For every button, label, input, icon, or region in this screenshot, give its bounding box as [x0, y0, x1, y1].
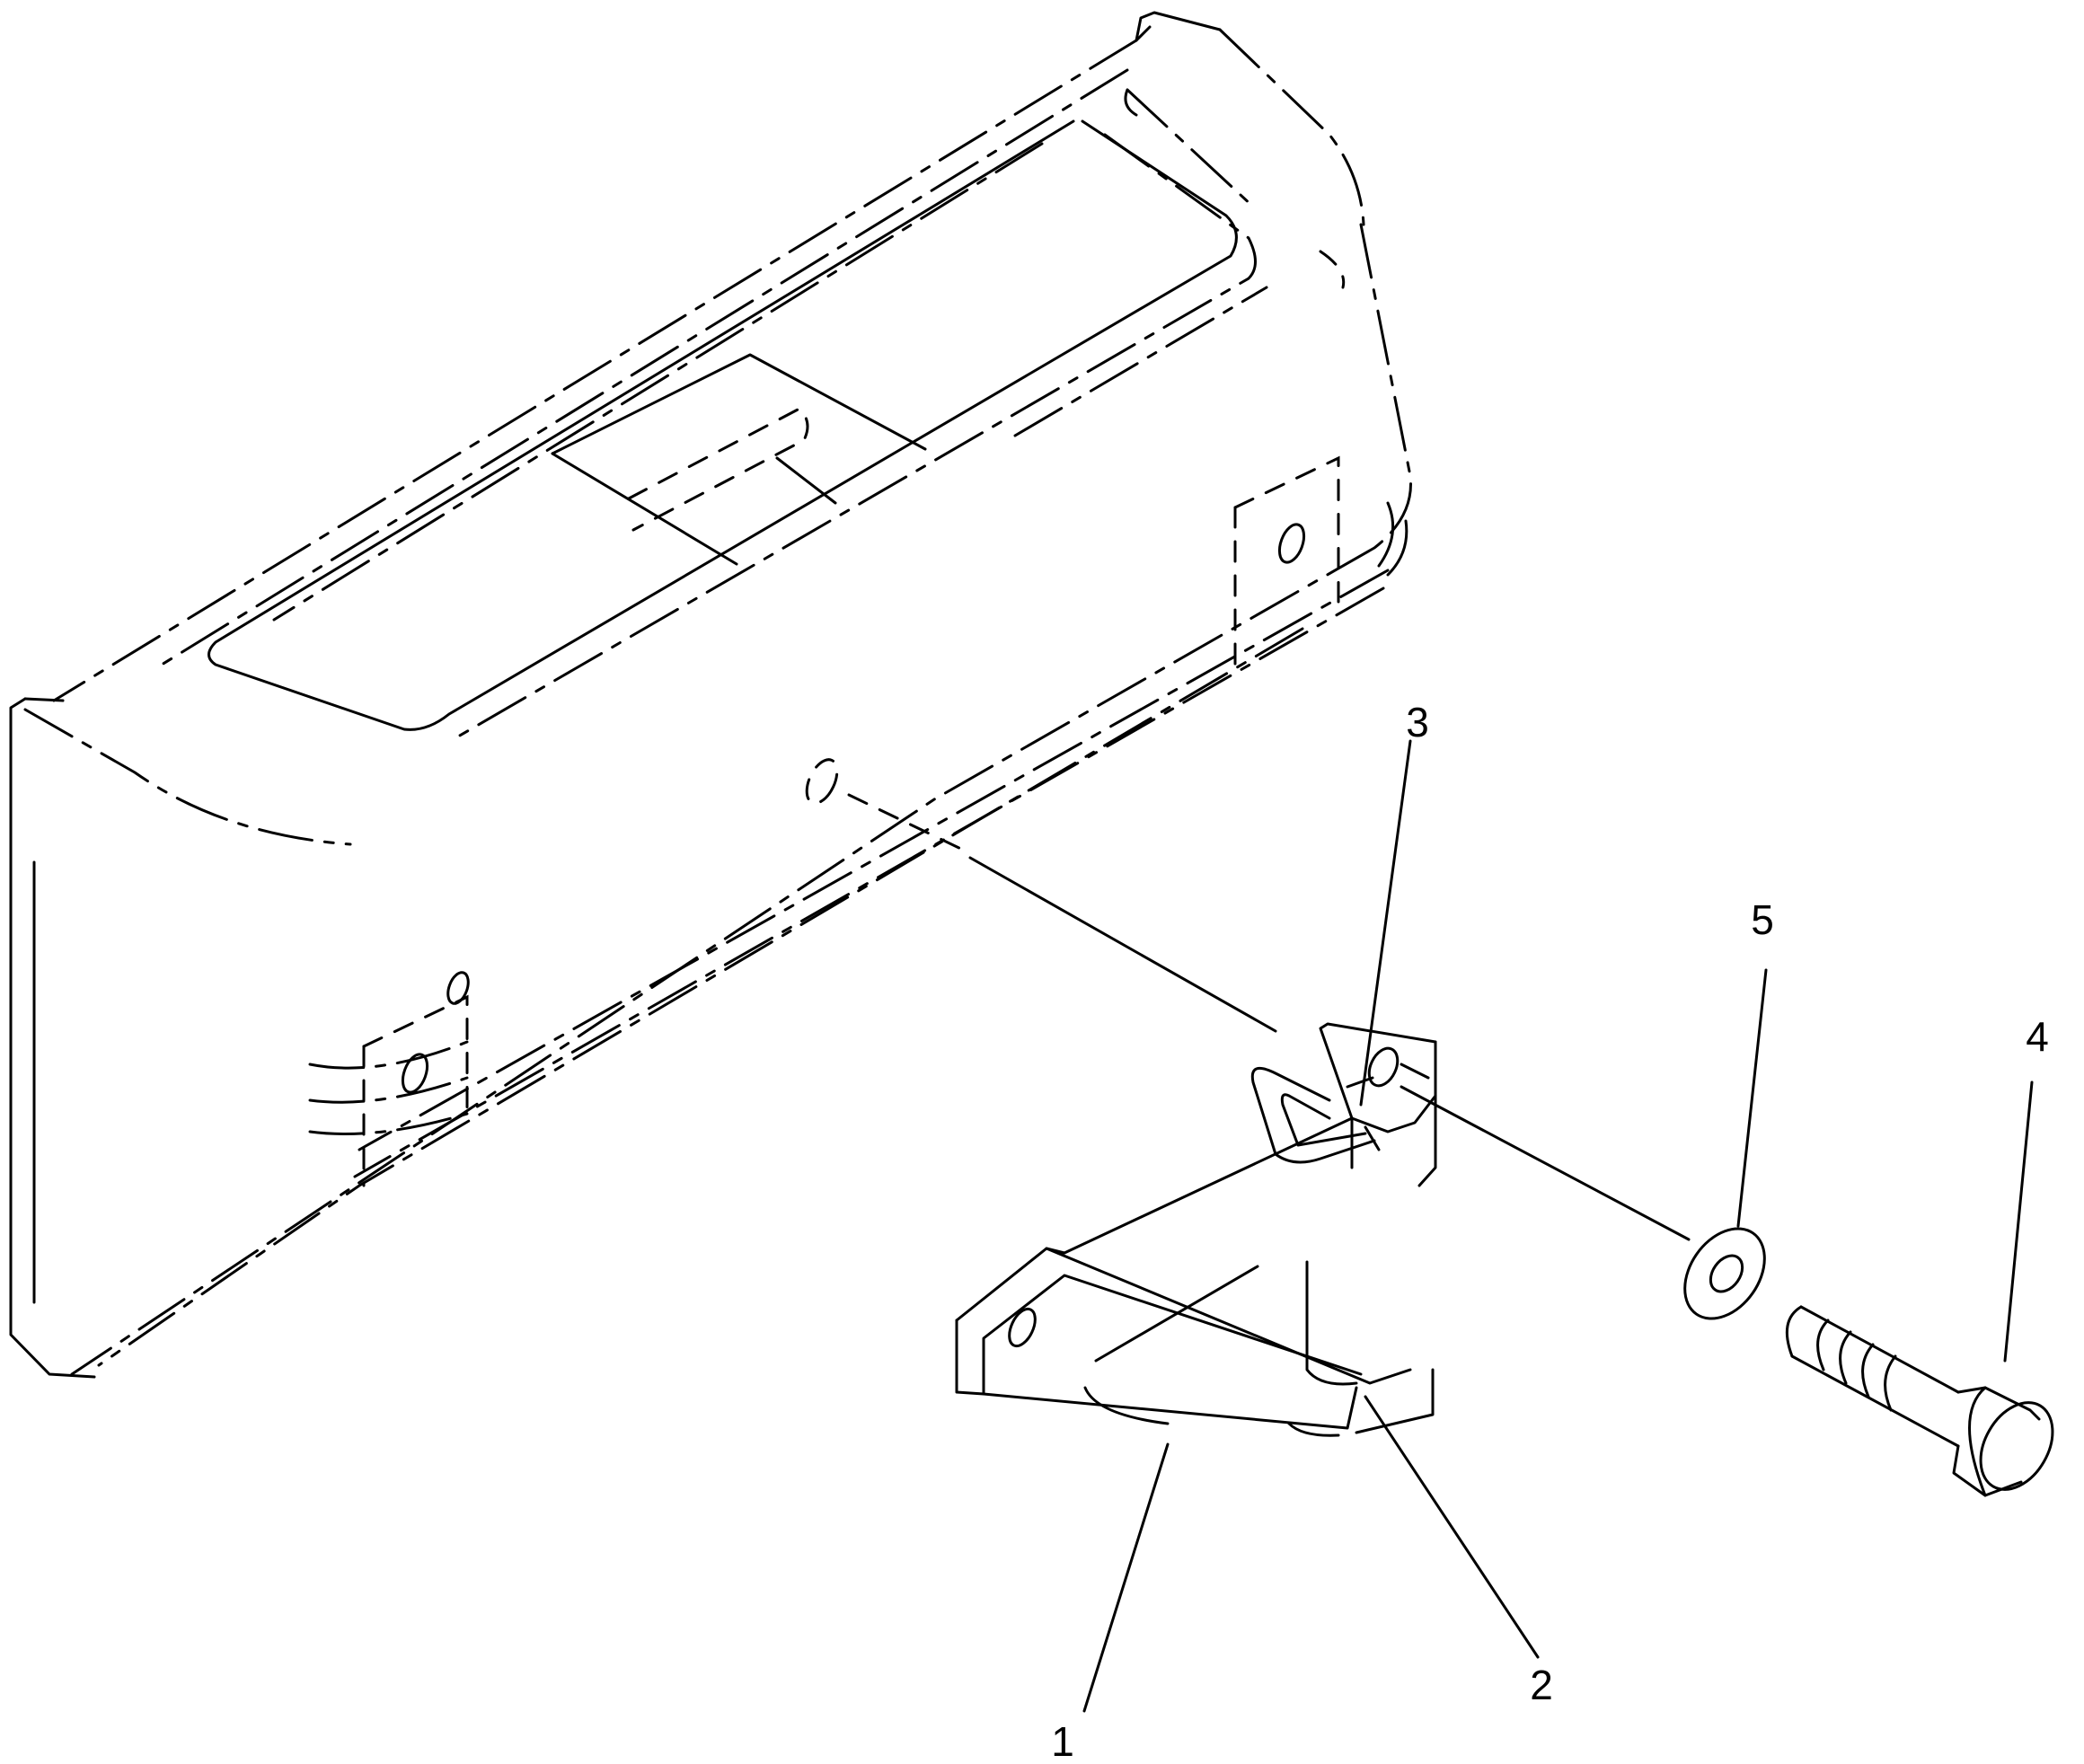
centerline	[968, 856, 1277, 1033]
callout-2: 2	[1530, 1662, 1553, 1708]
hitch-bracket-icon	[955, 1022, 1437, 1437]
leader-lines	[1082, 739, 2034, 1713]
bolt-axis-line	[1400, 1085, 1691, 1241]
callout-3: 3	[1406, 699, 1429, 745]
hitch-pin-icon	[1250, 1046, 1430, 1164]
washer-icon	[1683, 1227, 1766, 1320]
counterweight-icon	[9, 11, 1412, 1379]
centerline	[847, 793, 972, 855]
bolt-icon	[1785, 1305, 2054, 1497]
callout-5: 5	[1751, 896, 1774, 943]
callout-1: 1	[1051, 1718, 1074, 1764]
callout-4: 4	[2026, 1013, 2049, 1060]
